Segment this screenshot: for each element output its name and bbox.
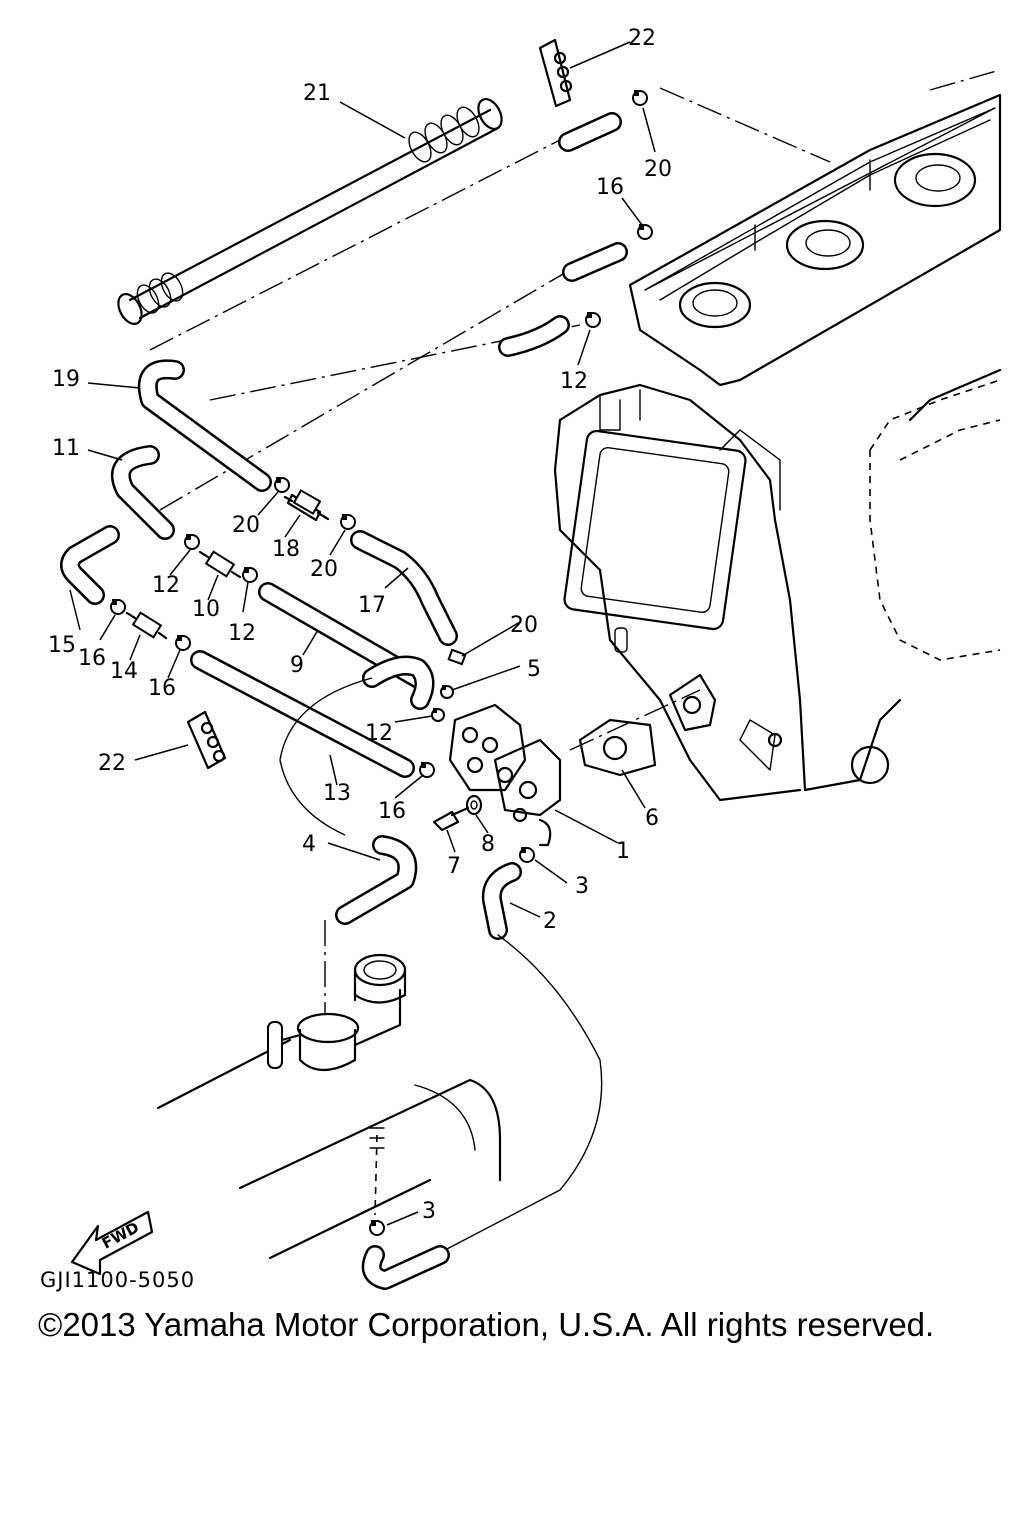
clamp-12-b	[242, 567, 258, 583]
callouts: 22 21 20 16 12 19 11 20 18 20 12 10 12 1…	[48, 26, 672, 1224]
fwd-arrow: FWD	[70, 1210, 154, 1276]
callout-16: 16	[378, 799, 406, 824]
fitting-20	[447, 648, 467, 666]
hose-21	[117, 98, 503, 325]
callout-13: 13	[323, 781, 351, 806]
hose-2	[444, 862, 603, 1251]
callout-12: 12	[228, 621, 256, 646]
callout-3: 3	[575, 874, 589, 899]
callout-16: 16	[78, 646, 106, 671]
callout-7: 7	[447, 854, 461, 879]
hose-15	[60, 525, 120, 605]
callout-10: 10	[192, 597, 220, 622]
callout-12: 12	[560, 369, 588, 394]
fuel-tank	[156, 953, 502, 1260]
callout-20: 20	[644, 157, 672, 182]
clamp-20-b	[340, 514, 356, 530]
callout-8: 8	[481, 832, 495, 857]
check-valve-10	[198, 550, 242, 579]
gasket-6	[578, 718, 657, 777]
hose-4	[335, 835, 418, 925]
callout-22: 22	[98, 751, 126, 776]
callout-12: 12	[365, 721, 393, 746]
mount-plate	[668, 673, 717, 732]
callout-5: 5	[527, 657, 541, 682]
clamp-16-b	[175, 635, 191, 651]
corrugation-right	[408, 98, 503, 163]
callout-18: 18	[272, 537, 300, 562]
callout-22: 22	[628, 26, 656, 51]
callout-19: 19	[52, 367, 80, 392]
callout-20: 20	[310, 557, 338, 582]
callout-20: 20	[510, 613, 538, 638]
callout-15: 15	[48, 633, 76, 658]
callout-6: 6	[645, 806, 659, 831]
hose-11	[110, 445, 175, 540]
clamp-12-c	[431, 708, 445, 722]
parts-diagram: FWD 22	[48, 26, 1002, 1290]
valve-assembly-1	[448, 703, 562, 847]
short-hoses-top	[498, 112, 628, 357]
bolt-7	[432, 806, 470, 832]
clamp-3-a	[519, 847, 535, 863]
clamp-3-b	[369, 1220, 385, 1236]
callout-16: 16	[596, 175, 624, 200]
callout-2: 2	[543, 909, 557, 934]
check-valve-18	[283, 489, 330, 522]
clamp-16-top	[637, 224, 653, 240]
clamp-5	[440, 685, 454, 699]
callout-17: 17	[358, 593, 386, 618]
callout-9: 9	[290, 653, 304, 678]
clamp-20-a	[274, 477, 290, 493]
hose-19	[137, 359, 272, 492]
callout-21: 21	[303, 81, 331, 106]
phantom-lines	[149, 139, 701, 1015]
callout-14: 14	[110, 659, 138, 684]
clamps	[110, 90, 653, 1236]
clamp-16-c	[419, 762, 435, 778]
hose-holder-22-top	[538, 38, 573, 108]
callout-11: 11	[52, 436, 80, 461]
check-valve-14	[125, 611, 168, 640]
corrugation-left	[117, 272, 184, 325]
washer-8	[465, 794, 483, 816]
callout-12: 12	[152, 573, 180, 598]
hose-17	[350, 530, 458, 646]
clamp-12-a	[184, 534, 200, 550]
hose-bottom	[361, 1245, 450, 1290]
clamp-12-top	[585, 312, 601, 328]
callout-1: 1	[616, 839, 630, 864]
copyright-notice: ©2013 Yamaha Motor Corporation, U.S.A. A…	[38, 1306, 935, 1343]
leader-lines	[69, 41, 656, 1226]
callout-4: 4	[302, 832, 316, 857]
clamp-20-top	[632, 90, 648, 106]
callout-3: 3	[422, 1199, 436, 1224]
hose-holder-22-bottom	[186, 710, 227, 770]
diagram-code: GJI1100-5050	[40, 1268, 196, 1292]
callout-20: 20	[232, 513, 260, 538]
engine-cylinder-head	[628, 69, 1002, 387]
callout-16: 16	[148, 676, 176, 701]
clamp-16-a	[110, 599, 126, 615]
engine-block	[553, 368, 1002, 802]
fwd-label: FWD	[99, 1218, 142, 1252]
hose-loop-to-valve	[279, 655, 435, 836]
